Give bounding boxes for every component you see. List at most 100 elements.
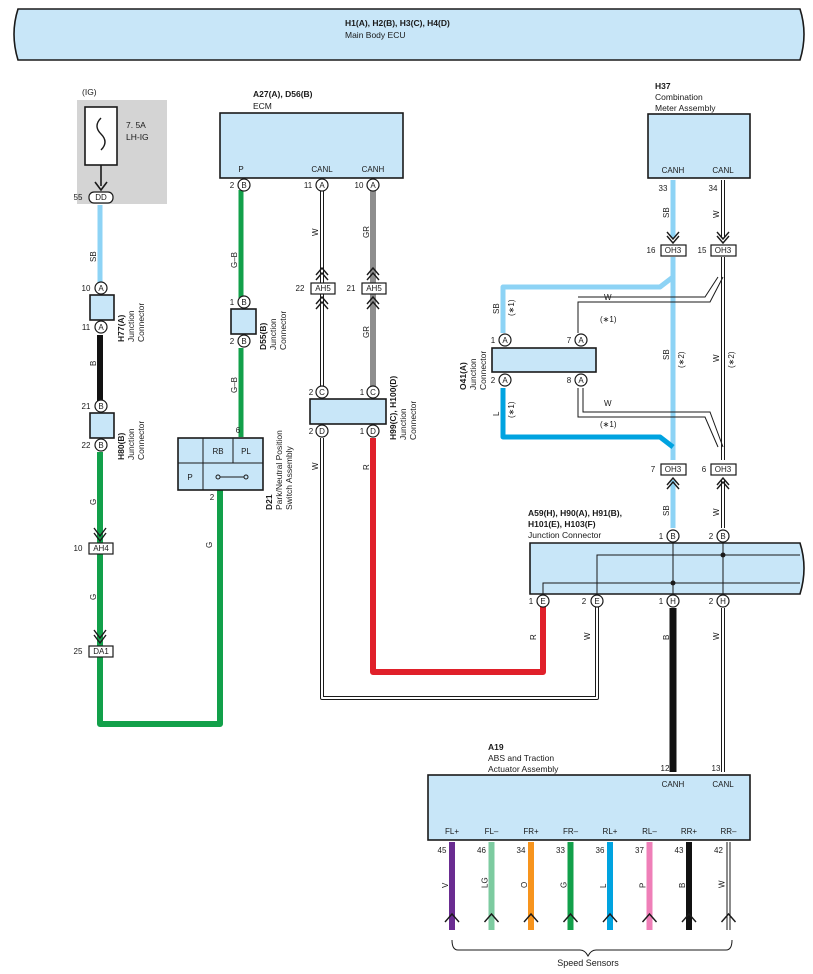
connector-oh3-top-canl: OH3 15 xyxy=(698,231,737,257)
svg-text:B: B xyxy=(241,181,246,190)
ecm[interactable]: A27(A), D56(B) ECM P CANL CANH B 2 A 11 … xyxy=(219,89,404,192)
ecm-pin-p: P xyxy=(238,165,243,174)
svg-text:D: D xyxy=(319,427,325,436)
fuse-name: LH-IG xyxy=(126,132,149,142)
sensor-wire-code: G xyxy=(560,882,569,888)
sensor-wire-code: O xyxy=(520,882,529,888)
svg-text:1: 1 xyxy=(230,298,235,307)
svg-text:12: 12 xyxy=(661,764,670,773)
abs-pin-number: 46 xyxy=(477,846,486,855)
svg-text:H: H xyxy=(720,597,726,606)
svg-text:2: 2 xyxy=(309,388,314,397)
svg-text:B: B xyxy=(89,361,98,366)
svg-text:RB: RB xyxy=(212,447,223,456)
abs-pin-number: 37 xyxy=(635,846,644,855)
svg-text:R: R xyxy=(529,634,538,640)
svg-text:34: 34 xyxy=(709,184,718,193)
connector-da1: DA1 25 xyxy=(74,629,114,658)
svg-text:G–B: G–B xyxy=(230,252,239,268)
junction-h77: A A 10 11 H77(A) Junction Connector xyxy=(82,281,146,342)
fuse-connector: DD xyxy=(95,193,107,202)
svg-text:A: A xyxy=(578,376,584,385)
svg-text:(∗2): (∗2) xyxy=(677,351,686,368)
svg-text:2: 2 xyxy=(230,181,235,190)
svg-text:B: B xyxy=(720,532,725,541)
fuse-rating: 7. 5A xyxy=(126,120,146,130)
main-body-ecu[interactable]: H1(A), H2(B), H3(C), H4(D) Main Body ECU xyxy=(13,8,805,61)
wire-code-labels: SB B G G G–B G–B G W GR GR W R R W B W S… xyxy=(89,207,736,640)
svg-text:Connector: Connector xyxy=(278,311,288,350)
svg-text:W: W xyxy=(604,399,612,408)
svg-text:1: 1 xyxy=(659,532,664,541)
svg-text:GR: GR xyxy=(362,326,371,338)
svg-text:11: 11 xyxy=(82,323,91,332)
svg-text:O41(A): O41(A) xyxy=(458,362,468,390)
svg-text:CANL: CANL xyxy=(712,780,734,789)
svg-text:A: A xyxy=(98,284,104,293)
junction-h99: C C D D 2 1 2 1 H99(C), H100(D) Junction… xyxy=(309,376,418,440)
fuse-icon xyxy=(96,117,106,151)
svg-text:15: 15 xyxy=(698,246,707,255)
svg-text:H80(B): H80(B) xyxy=(116,432,126,460)
abs-pin-number: 34 xyxy=(517,846,526,855)
svg-text:R: R xyxy=(362,464,371,470)
svg-text:1: 1 xyxy=(360,427,365,436)
arrow-icon xyxy=(720,912,737,923)
switch-d21: RB PL P 6 2 D21 Park/Neutral Position Sw… xyxy=(177,426,294,510)
svg-text:D: D xyxy=(370,427,376,436)
svg-text:(∗1): (∗1) xyxy=(507,401,516,418)
abs-pin-number: 33 xyxy=(556,846,565,855)
svg-text:A: A xyxy=(502,336,508,345)
svg-text:G: G xyxy=(89,594,98,600)
abs-pin-rlminus: RL– xyxy=(642,827,657,836)
svg-text:2: 2 xyxy=(210,493,215,502)
connector-oh3-bot-canl: OH3 6 xyxy=(702,463,737,490)
svg-text:Junction: Junction xyxy=(126,310,136,342)
abs-pin-number: 43 xyxy=(675,846,684,855)
svg-text:(∗1): (∗1) xyxy=(600,315,617,324)
ig-label: (IG) xyxy=(82,87,97,97)
svg-text:11: 11 xyxy=(304,181,313,190)
svg-text:(∗2): (∗2) xyxy=(727,351,736,368)
connector-oh3-top-canh: OH3 16 xyxy=(647,231,687,257)
svg-text:1: 1 xyxy=(659,597,664,606)
svg-text:W: W xyxy=(311,462,320,470)
svg-text:OH3: OH3 xyxy=(665,465,682,474)
svg-text:CANL: CANL xyxy=(712,166,734,175)
svg-text:6: 6 xyxy=(236,426,241,435)
svg-text:(∗1): (∗1) xyxy=(600,420,617,429)
svg-text:Switch Assembly: Switch Assembly xyxy=(284,445,294,510)
svg-text:SB: SB xyxy=(662,207,671,218)
connector-ah5-canh: AH5 21 xyxy=(347,266,387,310)
arrow-icon xyxy=(483,912,500,923)
combination-meter[interactable]: H37 Combination Meter Assembly CANH CANL… xyxy=(647,81,751,193)
ecm-pin-canh: CANH xyxy=(362,165,385,174)
abs-sensor-pins: FL+FL–FR+FR–RL+RL–RR+RR– xyxy=(445,827,737,836)
connector-ah5-canl: AH5 22 xyxy=(296,266,336,310)
arrow-icon xyxy=(681,912,697,923)
svg-text:A: A xyxy=(578,336,584,345)
ecm-pin-canl: CANL xyxy=(311,165,333,174)
arrow-icon xyxy=(523,912,539,923)
svg-text:1: 1 xyxy=(491,336,496,345)
svg-text:33: 33 xyxy=(659,184,668,193)
svg-text:W: W xyxy=(712,210,721,218)
svg-text:13: 13 xyxy=(712,764,721,773)
svg-text:W: W xyxy=(712,632,721,640)
svg-text:Park/Neutral Position: Park/Neutral Position xyxy=(274,430,284,510)
svg-text:OH3: OH3 xyxy=(665,246,682,255)
main-body-ecu-name: Main Body ECU xyxy=(345,30,405,40)
speed-sensor-brace xyxy=(451,939,733,958)
sensor-wire-code: B xyxy=(678,883,687,888)
svg-text:G–B: G–B xyxy=(230,377,239,393)
abs-actuator[interactable]: A19 ABS and Traction Actuator Assembly C… xyxy=(427,742,751,841)
svg-text:7: 7 xyxy=(651,465,656,474)
svg-text:W: W xyxy=(604,293,612,302)
abs-pin-rrminus: RR– xyxy=(720,827,737,836)
svg-text:A59(H), H90(A), H91(B),: A59(H), H90(A), H91(B), xyxy=(528,508,622,518)
abs-pin-rlplus: RL+ xyxy=(603,827,618,836)
svg-text:H: H xyxy=(670,597,676,606)
ecm-name: ECM xyxy=(253,101,272,111)
